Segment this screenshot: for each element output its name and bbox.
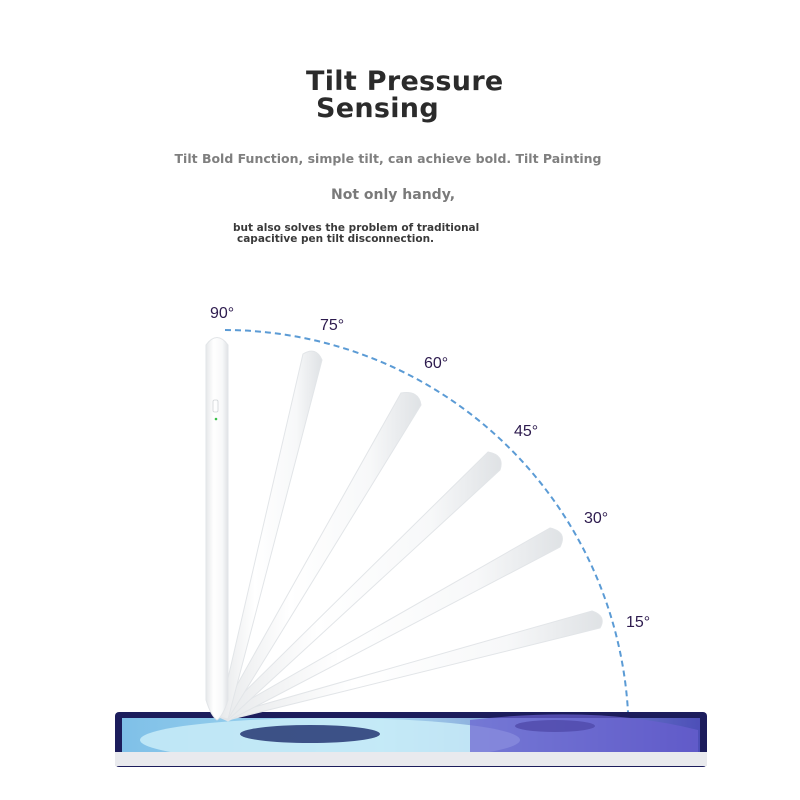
title-line-2: Sensing <box>316 93 439 124</box>
angle-label-60: 60° <box>424 355 448 372</box>
tablet <box>115 712 707 767</box>
lead-text: Not only handy, <box>331 187 456 203</box>
pen-60-deg <box>218 392 422 720</box>
pen-30-deg <box>217 527 563 722</box>
page-title: Tilt Pressure Sensing <box>306 68 504 122</box>
angle-label-75: 75° <box>320 317 344 334</box>
detail-text: but also solves the problem of tradition… <box>233 223 479 245</box>
pen-15-deg <box>217 610 603 721</box>
tilt-arc <box>224 329 629 713</box>
angle-label-30: 30° <box>584 510 608 527</box>
title-line-1: Tilt Pressure <box>306 66 504 97</box>
feature-subtitle: Tilt Bold Function, simple tilt, can ach… <box>174 151 602 166</box>
pen-90-deg <box>205 337 229 721</box>
detail-line-2: capacitive pen tilt disconnection. <box>237 233 435 245</box>
angle-label-15: 15° <box>626 614 650 631</box>
angle-label-45: 45° <box>514 423 538 440</box>
indicator-light <box>214 417 218 421</box>
angle-label-90: 90° <box>210 305 234 322</box>
pen-45-deg <box>218 451 502 721</box>
detail-line-1: but also solves the problem of tradition… <box>233 222 480 234</box>
pen-75-deg <box>218 350 323 720</box>
